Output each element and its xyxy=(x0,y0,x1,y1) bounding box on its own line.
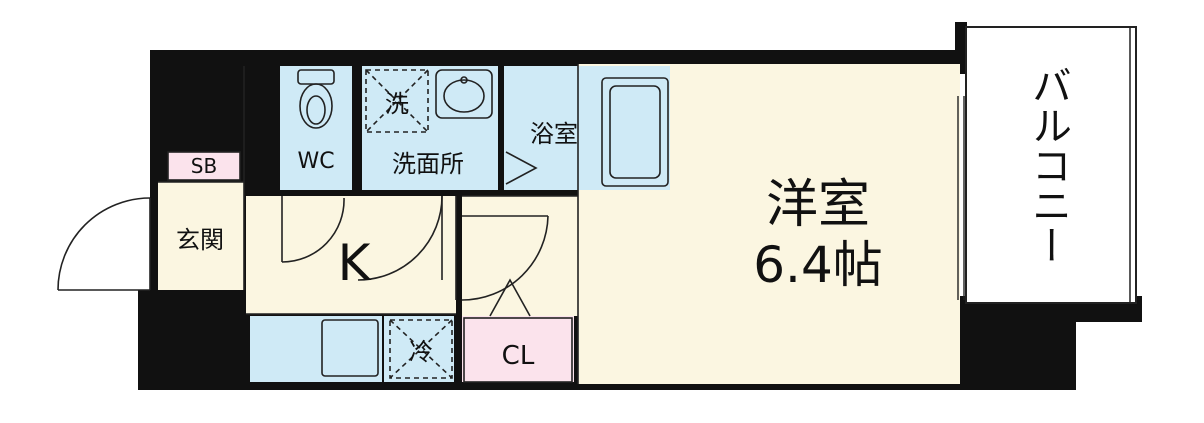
balcony xyxy=(965,26,1137,304)
balcony-window xyxy=(957,96,965,300)
entrance-door xyxy=(57,197,151,291)
room-label-closet: CL xyxy=(502,341,535,371)
fridge-space-marker xyxy=(389,319,453,379)
washroom-floor xyxy=(362,66,498,190)
shoe-box-area xyxy=(168,152,240,180)
balcony-area xyxy=(965,26,1137,304)
kitchen-sink-fixture xyxy=(321,319,379,377)
closet-floor xyxy=(462,316,574,382)
fridge-space xyxy=(384,316,454,382)
toilet-fixture xyxy=(297,69,335,129)
kitchen-floor xyxy=(246,196,456,314)
wall-lower-left xyxy=(138,290,253,390)
washing-machine-space xyxy=(365,69,429,133)
closet-door xyxy=(489,278,531,317)
room-label-kitchen: K xyxy=(338,234,372,292)
room-label-balcony: バルコニー xyxy=(1025,65,1071,265)
entrance-floor xyxy=(158,182,244,290)
labels: WC 洗 洗面所 浴室 洋室 6.4帖 バルコニー SB 玄関 K 冷 CL xyxy=(176,65,1071,371)
shoe-box-frame xyxy=(167,151,241,181)
washroom-door xyxy=(357,195,443,281)
room-door xyxy=(461,215,549,301)
room-label-western-room: 洋室 xyxy=(766,175,870,235)
room-label-entrance: 玄関 xyxy=(176,226,224,254)
room-label-refrigerator: 冷 xyxy=(409,338,433,366)
room-fills xyxy=(158,64,960,384)
kitchen-counter xyxy=(250,316,382,382)
room-label-bathroom: 浴室 xyxy=(530,120,578,148)
closet-frame xyxy=(463,317,573,383)
room-size-western-room: 6.4帖 xyxy=(753,236,883,294)
wall-balcony-top xyxy=(955,22,967,74)
room-label-shoe-box: SB xyxy=(191,154,217,178)
fixtures xyxy=(57,64,669,384)
room-label-washroom: 洗面所 xyxy=(392,150,464,178)
wall-bottom-right xyxy=(958,300,1076,390)
wash-basin-fixture xyxy=(435,69,493,119)
bathtub-fixture xyxy=(601,77,669,187)
toilet-door xyxy=(281,196,345,263)
room-label-toilet: WC xyxy=(297,149,334,174)
room-label-washing-machine: 洗 xyxy=(385,90,409,118)
